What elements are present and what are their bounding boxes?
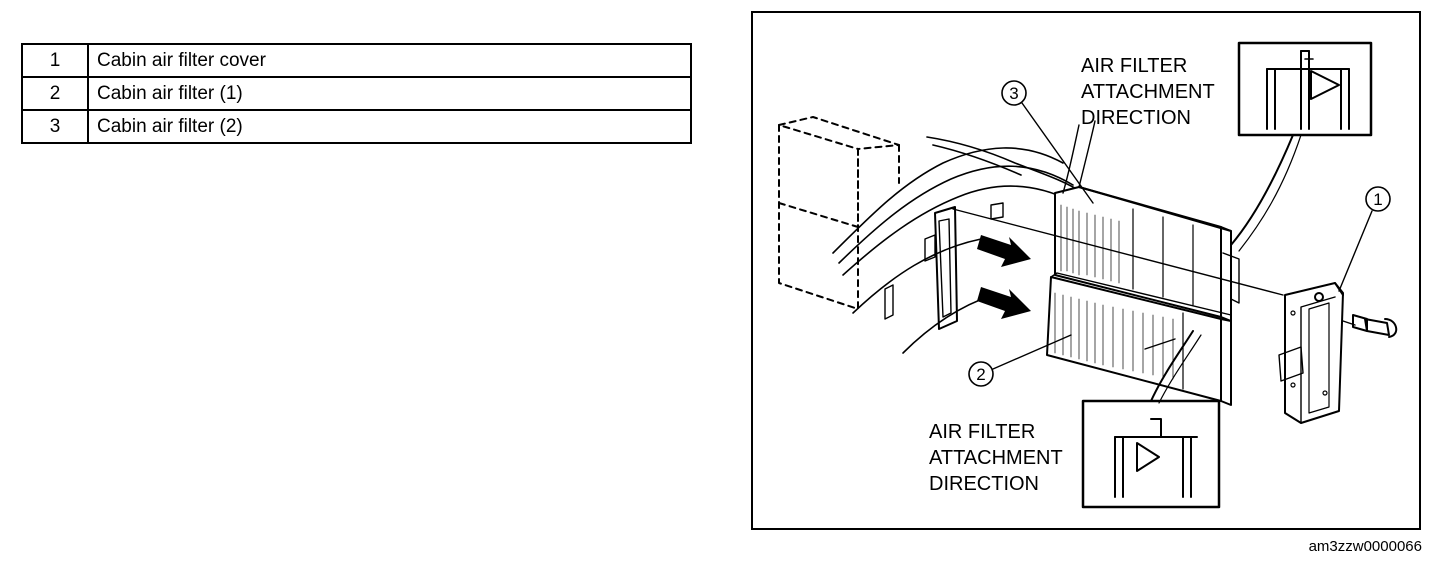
part-marker-labels: 3 1 2 [976,84,1382,384]
legend-number: 3 [21,109,89,144]
airflow-arrows [977,235,1031,319]
legend-label: Cabin air filter (2) [87,109,692,144]
cabin-air-filter-1 [1046,272,1232,406]
part-marker-2: 2 [976,365,985,384]
part-marker-1: 1 [1373,190,1382,209]
legend-label: Cabin air filter (1) [87,76,692,111]
filter-slot-frame [884,202,1004,330]
filter-installation-diagram: 3 1 2 [778,41,1398,509]
part-marker-3-circle [1001,80,1027,106]
callout-line: ATTACHMENT [1081,81,1215,103]
legend-number: 1 [21,43,89,78]
legend-number: 2 [21,76,89,111]
callout-attachment-direction-top: AIR FILTER ATTACHMENT DIRECTION [1081,53,1215,131]
callout-line: AIR FILTER [929,421,1036,443]
callout-attachment-direction-bottom: AIR FILTER ATTACHMENT DIRECTION [929,419,1063,497]
legend-row: 1 Cabin air filter cover [21,43,692,78]
part-marker-2-circle [968,361,994,387]
part-marker-3: 3 [1009,84,1018,103]
part-marker-circles [968,80,1391,387]
part-marker-1-circle [1365,186,1391,212]
cabin-air-filter-cover [1278,282,1344,424]
duct-lines [832,136,1084,354]
legend-label: Cabin air filter cover [87,43,692,78]
legend-table: 1 Cabin air filter cover 2 Cabin air fil… [21,43,692,144]
callout-line: AIR FILTER [1081,55,1188,77]
screw [1352,314,1398,338]
attachment-direction-inset-bottom [1081,399,1221,509]
legend-row: 3 Cabin air filter (2) [21,109,692,144]
diagram-frame: 3 1 2 AIR FILTER ATTACHMENT DIRECTION AI… [751,11,1421,530]
legend-row: 2 Cabin air filter (1) [21,76,692,111]
attachment-direction-inset-top [1237,41,1373,137]
callout-line: DIRECTION [929,473,1039,495]
callout-line: ATTACHMENT [929,447,1063,469]
callout-line: DIRECTION [1081,107,1191,129]
part-marker-leaders [992,102,1373,370]
figure-code: am3zzw0000066 [1308,538,1422,555]
housing-outline [778,116,900,310]
inset-leader-lines [1150,134,1302,404]
